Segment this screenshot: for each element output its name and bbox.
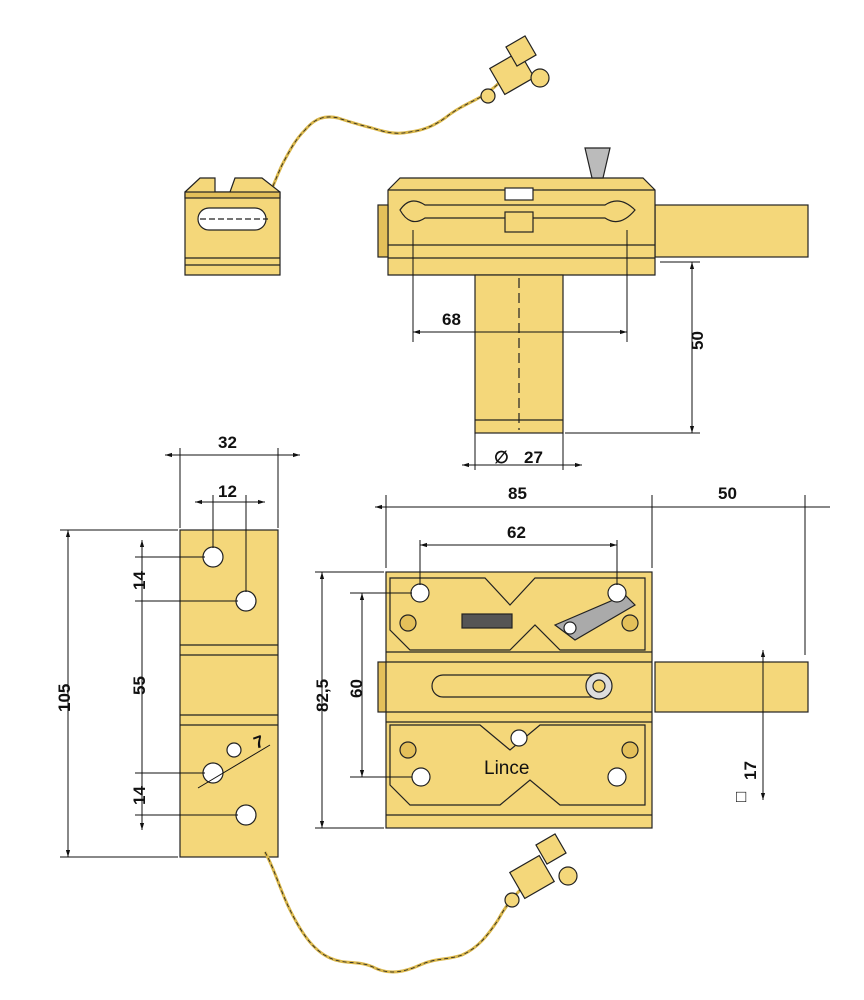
- dim-side-spacing-mid: 55: [130, 676, 149, 695]
- dim-side-hole-spacing: 12: [218, 482, 237, 501]
- dim-side-height: 105: [55, 684, 74, 712]
- front-dimensions: [315, 495, 830, 829]
- dim-bolt-square: 17: [741, 761, 760, 780]
- brand-label: Lince: [484, 758, 529, 779]
- dim-side-spacing-bottom: 14: [130, 786, 149, 805]
- dim-top-width: 68: [442, 310, 461, 329]
- lock-front-view: [377, 571, 809, 829]
- dim-side-width: 32: [218, 433, 237, 452]
- side-keeper-plate: [179, 529, 279, 858]
- dim-front-hole-spacing: 62: [507, 523, 526, 542]
- dim-front-hole-vspacing: 60: [347, 679, 366, 698]
- dim-front-width: 85: [508, 484, 527, 503]
- dim-top-height: 50: [688, 331, 707, 350]
- bottom-chain: [263, 833, 578, 974]
- dim-side-spacing-top: 14: [130, 571, 149, 590]
- top-dimensions: [412, 230, 700, 470]
- dim-front-bolt-ext: 50: [718, 484, 737, 503]
- chain-end-bottom: [504, 833, 578, 908]
- side-dimensions: [60, 448, 300, 858]
- keeper-block-top: [184, 177, 281, 276]
- dim-front-height: 82,5: [313, 679, 332, 712]
- lock-top-view: [377, 147, 809, 434]
- square-symbol: □: [736, 787, 746, 806]
- chain-end-top: [480, 35, 550, 104]
- diameter-symbol: ∅: [494, 448, 509, 467]
- dim-top-diameter: 27: [524, 448, 543, 467]
- top-chain: [260, 35, 550, 213]
